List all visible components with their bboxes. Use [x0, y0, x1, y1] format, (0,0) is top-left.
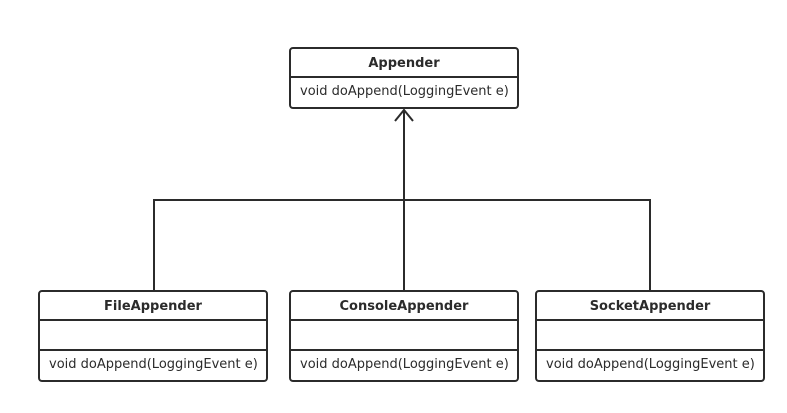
socket-appender-class-box[interactable]: SocketAppender void doAppend(LoggingEven… — [535, 290, 765, 382]
class-name: FileAppender — [40, 292, 266, 321]
class-attributes — [291, 321, 517, 351]
class-method: void doAppend(LoggingEvent e) — [49, 357, 258, 372]
class-name: SocketAppender — [537, 292, 763, 321]
class-name: ConsoleAppender — [291, 292, 517, 321]
console-appender-class-box[interactable]: ConsoleAppender void doAppend(LoggingEve… — [289, 290, 519, 382]
class-method: void doAppend(LoggingEvent e) — [300, 84, 509, 99]
class-attributes — [40, 321, 266, 351]
inheritance-arrowhead — [394, 108, 414, 122]
connector-socket-appender — [404, 199, 651, 290]
class-method: void doAppend(LoggingEvent e) — [546, 357, 755, 372]
class-name: Appender — [291, 49, 517, 78]
class-attributes — [537, 321, 763, 351]
class-method: void doAppend(LoggingEvent e) — [300, 357, 509, 372]
file-appender-class-box[interactable]: FileAppender void doAppend(LoggingEvent … — [38, 290, 268, 382]
appender-class-box[interactable]: Appender void doAppend(LoggingEvent e) — [289, 47, 519, 109]
connector-file-appender — [153, 199, 404, 290]
